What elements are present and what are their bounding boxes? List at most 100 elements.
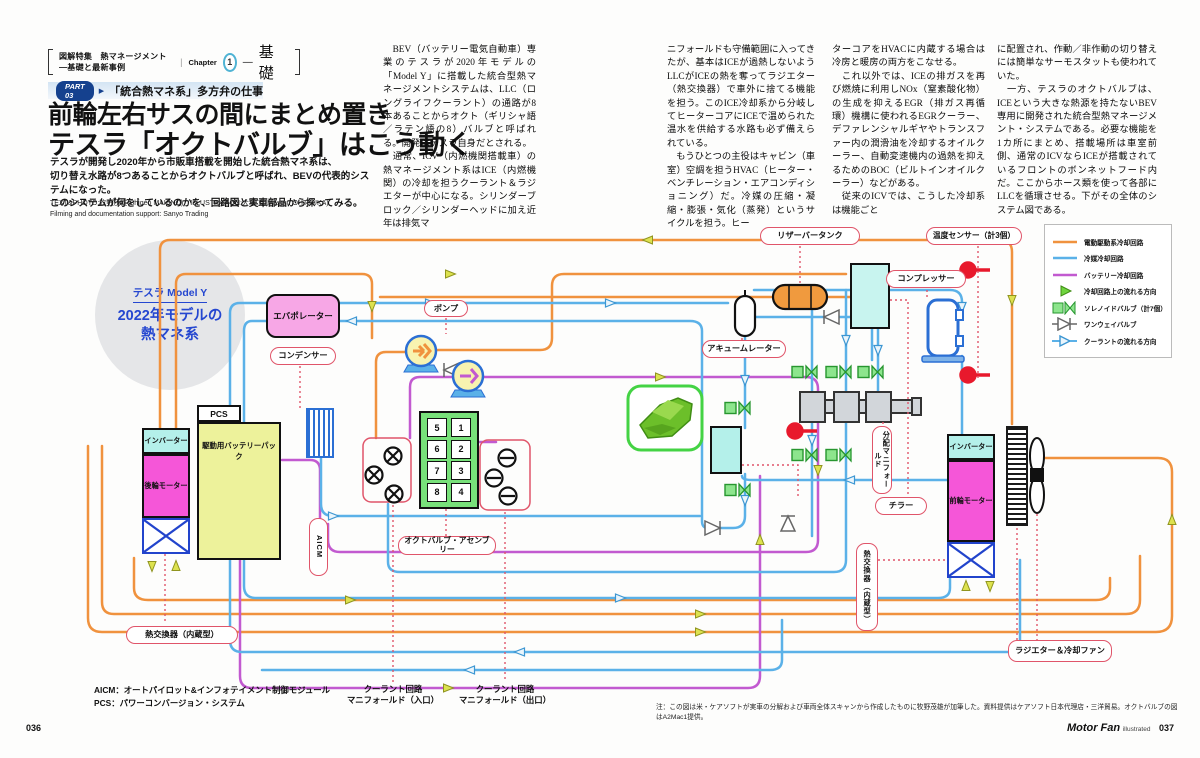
legend: 電動駆動系冷却回路 冷媒冷却回路 バッテリー冷却回路 冷却回路上の流れる方向 ソ… [1044,224,1172,358]
front-motor: 前輪モーター [947,460,995,542]
battery-pack: 駆動用バッテリーパック [197,422,281,560]
coolant-outlet-label: クーラント回路 マニフォールド（出口） [458,684,552,705]
header-divider: | [180,57,183,67]
article-column-1: BEV（バッテリー電気自動車）専業のテスラが2020年モデルの「Model Y」… [383,45,536,230]
rear-hx-label: 熱交換器（内蔵型） [126,626,238,644]
legend-label: バッテリー冷却回路 [1084,272,1144,280]
accumulator [733,290,757,338]
legend-label: 冷媒冷却回路 [1084,256,1124,263]
front-hx-label: 熱交換器（内蔵型） [856,543,878,631]
bracket-left-icon [48,49,53,75]
solenoid-valve-icon [1052,300,1078,315]
legend-item: クーラントの流れる方向 [1052,333,1164,348]
rear-heat-exchanger [142,518,190,554]
lead-paragraph: テスラが開発し2020年から市販車搭載を開始した統合熱マネ系は、 切り替え水路が… [50,157,370,210]
legend-item: ソレノイドバルブ（計7個） [1052,300,1167,315]
purple-line-icon [1052,273,1078,277]
cooling-fan-icon [1029,437,1045,514]
reservoir-tank [771,283,829,311]
octovalve-port: 1 [451,418,471,437]
aicm-module: AICM [309,518,328,576]
page-number-right: 037 [1158,723,1174,733]
magazine-logo: Motor Fan [1066,722,1121,734]
model-badge: テスラ Model Y 2022年モデルの 熱マネ系 [95,240,245,390]
accumulator-label: アキュームレーター [702,340,786,358]
front-inverter: インバーター [947,434,995,460]
octovalve-port: 5 [427,418,447,437]
octovalve-left-ports: 5 6 7 8 [427,418,447,502]
badge-model: テスラ Model Y [132,285,208,304]
legend-label: クーラントの流れる方向 [1084,338,1157,346]
series-title: 図解特集 熱マネージメント―基礎と最新事例 [58,52,167,72]
pump-2 [450,359,486,398]
legend-label: 電動駆動系冷却回路 [1084,239,1144,247]
radiator-core [1006,426,1028,526]
diagram-credit-note: 注：この図は米・ケアソフトが実車の分解および車両全体スキャンから作成したものに牧… [656,704,1178,721]
one-way-valve-icon [1052,317,1078,331]
article-column-3: ターコアをHVACに内蔵する場合は冷房と暖房の両方をこなせる。 これ以外では、I… [832,45,985,216]
magazine-logo-sub: illustrated [1122,726,1151,733]
coolant-manifold-inlet [362,437,412,504]
chapter-number-badge: 1 [222,52,237,72]
coolant-inlet-label: クーラント回路 マニフォールド（入口） [346,684,440,705]
legend-label: 冷却回路上の流れる方向 [1084,289,1157,296]
chapter-header: 図解特集 熱マネージメント―基礎と最新事例 | Chapter 1 ― 基 礎 [48,45,300,82]
legend-item: ワンウェイバルブ [1052,317,1164,332]
coolant-manifold-outlet [479,439,531,511]
octovalve-photo-icon [626,384,704,452]
article-column-4: に配置され、作動／非作動の切り替えには簡単なサーモスタットも使われていた。 一方… [997,45,1157,216]
manifold-label: 分配マニフォールド [872,426,892,494]
chapter-title: 基 礎 [258,45,278,82]
article-column-2: ニフォールドも守備範囲に入ってきたが、基本はICEが過熱しないようLLCがICE… [667,45,816,230]
blue-line-icon [1052,256,1078,260]
battery-cooling-lines [238,375,820,690]
temperature-sensors [786,261,990,440]
part-title: 「統合熱マネ系」多方弁の仕事 [109,85,264,98]
bracket-right-icon [295,49,300,75]
chapter-label: Chapter [188,57,217,67]
abbreviation-footnotes: AICM：オートパイロット&インフォテイメント制御モジュール PCS：パワーコン… [94,685,330,708]
pump-1 [403,334,439,373]
distribution-manifold [799,391,922,423]
part-badge: PART 03 [56,80,94,101]
chiller-label: チラー [875,497,927,515]
condenser-label: コンデンサー [270,347,336,365]
badge-subtitle: 2022年モデルの 熱マネ系 [117,308,223,343]
temp-sensor-label: 温度センサー（計3個） [926,227,1022,245]
orange-line-icon [1052,240,1078,244]
octovalve-port: 4 [451,482,471,502]
part-banner: PART 03 ▶ 「統合熱マネ系」多方弁の仕事 [48,80,264,101]
octovalve-port: 3 [451,461,471,481]
legend-item: 電動駆動系冷却回路 [1052,234,1164,249]
octovalve-port: 2 [451,439,471,459]
part-arrow-icon: ▶ [98,87,105,95]
chiller-body [710,426,742,474]
legend-item: バッテリー冷却回路 [1052,267,1164,282]
pcs-box: PCS [197,405,241,422]
label-leader-lines [164,246,1038,682]
octovalve-port: 7 [427,461,447,481]
hvac-heat-exchanger [850,263,890,329]
headline-line2: テスラ「オクトバルブ」はこう動く [48,130,472,160]
headline-line1: 前輪左右サスの間にまとめ置き [48,101,391,129]
legend-label: ソレノイドバルブ（計7個） [1084,305,1167,313]
octovalve-right-ports: 1 2 3 4 [451,418,471,502]
radiator-fan-label: ラジエター＆冷却ファン [1008,640,1112,662]
evaporator: エバポレーター [266,294,340,338]
page-number-left: 036 [26,723,42,733]
compressor [921,298,965,363]
legend-item: 冷媒冷却回路 [1052,251,1164,266]
page-footer-right: Motor Fan illustrated 037 [974,722,1174,734]
octovalve-port: 8 [427,482,447,502]
compressor-label: コンプレッサー [886,270,966,288]
credits: TEXT&PHOTO:牧野茂雄(Shigeo MAKINO) ILLUSTRAT… [50,200,329,218]
octovalve-assembly: 5 6 7 8 1 2 3 4 [419,411,479,509]
coolant-flow-arrow-icon [1052,334,1078,348]
reservoir-label: リザーバータンク [760,227,860,245]
rear-motor: 後輪モーター [142,454,190,518]
legend-label: ワンウェイバルブ [1084,322,1137,329]
legend-item: 冷却回路上の流れる方向 [1052,284,1164,299]
octovalve-port: 6 [427,439,447,459]
